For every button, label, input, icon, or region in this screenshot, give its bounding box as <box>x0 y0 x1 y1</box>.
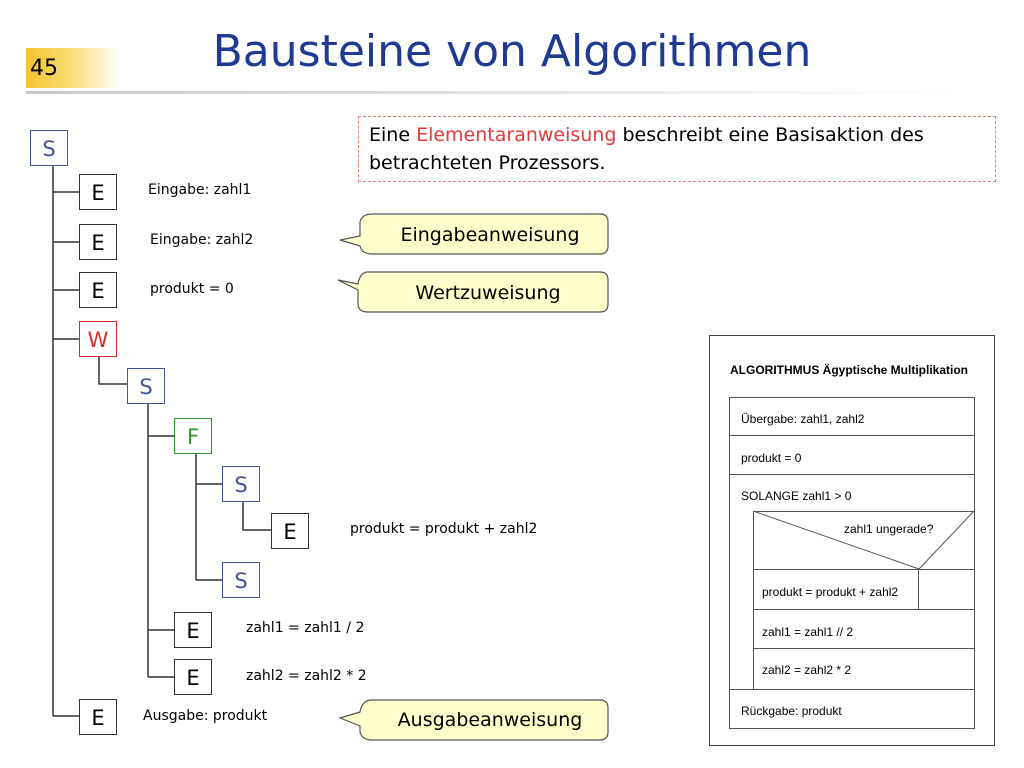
callout-assign: Wertzuweisung <box>415 282 561 304</box>
nsd-condition-diagonals <box>753 511 975 570</box>
tree-node-assign-halve: E <box>174 612 212 648</box>
callout-input-shape <box>339 213 609 255</box>
label-input-2: Eingabe: zahl2 <box>150 232 254 248</box>
sequence-branches <box>147 403 174 678</box>
tree-node-sequence-root: S <box>30 130 68 166</box>
tree-node-assign-init: E <box>79 272 117 308</box>
definition-box: Eine Elementaranweisung beschreibt eine … <box>358 116 996 182</box>
slide-number: 45 <box>30 56 58 81</box>
callout-output: Ausgabeanweisung <box>397 709 583 731</box>
label-assign-product: produkt = produkt + zahl2 <box>350 521 538 537</box>
tree-node-branch: F <box>174 418 212 454</box>
label-assign-init: produkt = 0 <box>150 281 234 297</box>
nsd-rueckgabe-text: Rückgabe: produkt <box>741 704 842 718</box>
slide-title: Bausteine von Algorithmen <box>212 26 812 77</box>
nsd-else-cell <box>918 569 975 610</box>
branch-branches <box>195 454 222 581</box>
label-input-1: Eingabe: zahl1 <box>148 182 252 198</box>
callout-output-shape <box>338 699 609 741</box>
slide-number-bar <box>26 48 120 88</box>
tree-node-input-1: E <box>79 174 117 210</box>
label-assign-halve: zahl1 = zahl1 / 2 <box>246 620 365 636</box>
callout-assign-shape <box>337 271 609 313</box>
root-branches <box>52 166 79 717</box>
definition-text-before: Eine <box>369 124 417 146</box>
definition-highlight: Elementaranweisung <box>416 124 617 146</box>
tree-node-assign-double: E <box>174 659 212 695</box>
label-assign-double: zahl2 = zahl2 * 2 <box>246 668 367 684</box>
tree-node-input-2: E <box>79 224 117 260</box>
tree-node-sequence-else: S <box>222 562 260 598</box>
struktogramm-title: ALGORITHMUS Ägyptische Multiplikation <box>730 363 969 377</box>
tree-node-sequence-loop-body: S <box>127 368 165 404</box>
tree-node-assign-product: E <box>271 513 309 549</box>
title-rule <box>26 91 956 94</box>
nsd-then-text: produkt = produkt + zahl2 <box>762 585 899 599</box>
nsd-halve-text: zahl1 = zahl1 // 2 <box>762 625 854 639</box>
tree-node-sequence-then: S <box>222 466 260 502</box>
nsd-condition-text: zahl1 ungerade? <box>844 522 934 536</box>
nsd-double-text: zahl2 = zahl2 * 2 <box>762 663 852 677</box>
inner-sequence-branch <box>242 502 271 531</box>
struktogramm: ALGORITHMUS Ägyptische Multiplikation Üb… <box>709 335 995 746</box>
nsd-uebergabe-text: Übergabe: zahl1, zahl2 <box>741 412 865 426</box>
label-output: Ausgabe: produkt <box>143 708 268 724</box>
tree-node-loop: W <box>79 321 117 357</box>
tree-node-output: E <box>79 699 117 735</box>
callout-input: Eingabeanweisung <box>400 224 580 246</box>
nsd-row-rueckgabe <box>729 689 975 729</box>
nsd-init-text: produkt = 0 <box>741 451 802 465</box>
definition-text-after: beschreibt eine Basisaktion des betracht… <box>369 124 924 174</box>
nsd-loop-text: SOLANGE zahl1 > 0 <box>741 489 852 503</box>
loop-branch <box>98 357 127 385</box>
